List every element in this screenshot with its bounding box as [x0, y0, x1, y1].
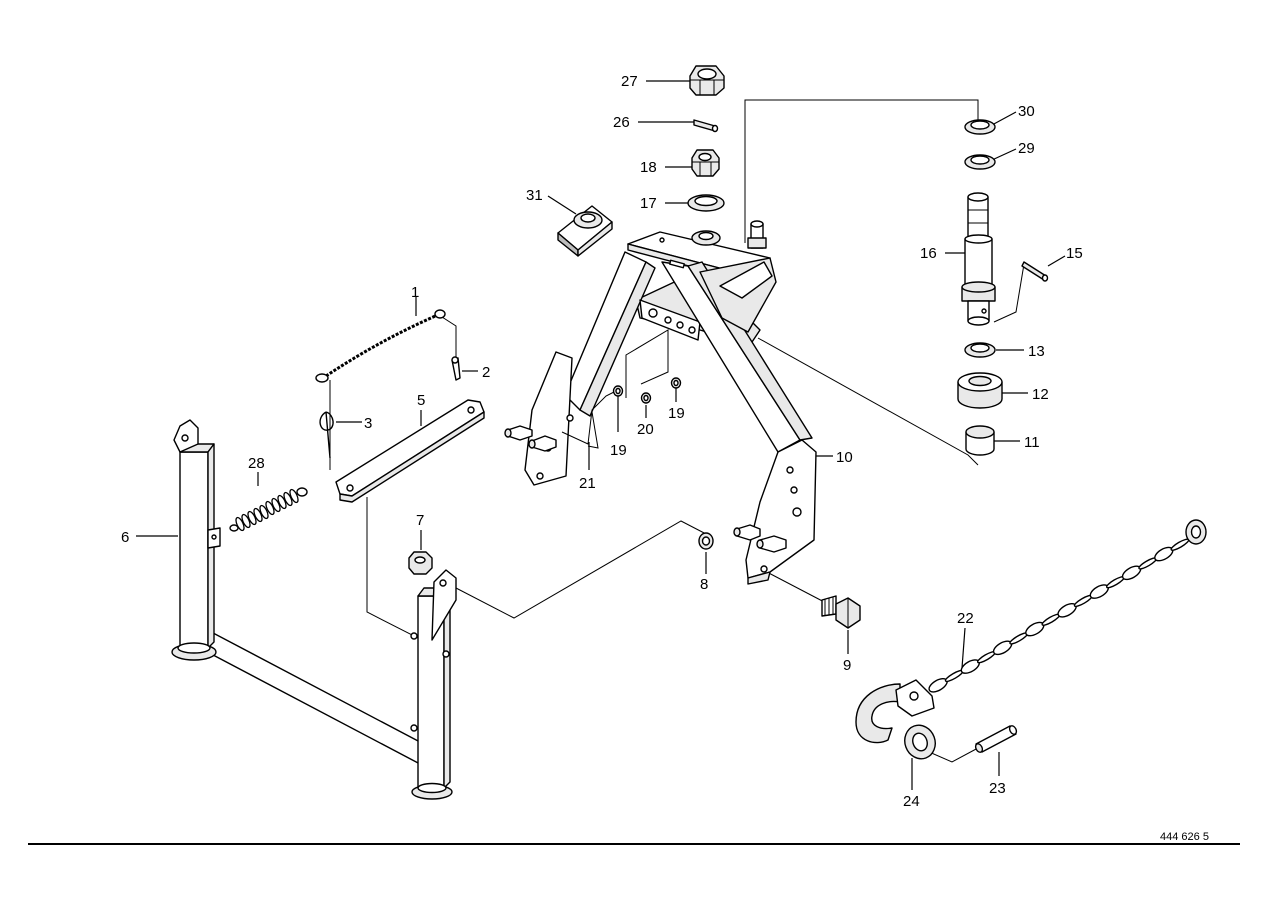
part-26-pin	[693, 119, 719, 133]
callout-19-left: 19	[610, 442, 627, 459]
callout-20: 20	[637, 421, 654, 438]
callout-31: 31	[526, 187, 543, 204]
callout-19-right: 19	[668, 405, 685, 422]
drawing-number: 444 626 5	[1160, 831, 1209, 843]
part-20-washer	[640, 392, 652, 404]
part-30-washer	[964, 119, 996, 135]
part-15-pin	[1021, 261, 1049, 282]
part-8-washer	[698, 532, 714, 550]
callout-27: 27	[621, 73, 638, 90]
callout-3: 3	[364, 415, 372, 432]
callout-28: 28	[248, 455, 265, 472]
callout-5: 5	[417, 392, 425, 409]
callout-6: 6	[121, 529, 129, 546]
part-1-chain	[315, 309, 446, 383]
part-22-hook	[855, 679, 935, 744]
part-22-chain	[928, 519, 1207, 693]
callout-11: 11	[1024, 434, 1040, 451]
chain-link	[1170, 538, 1190, 551]
part-3-r-clip	[319, 411, 334, 459]
callout-30: 30	[1018, 103, 1035, 120]
callout-16: 16	[920, 245, 937, 262]
callout-23: 23	[989, 780, 1006, 797]
part-23-pin	[974, 725, 1018, 753]
part-12-bushing	[957, 372, 1003, 409]
part-29-washer	[964, 154, 996, 170]
callout-15: 15	[1066, 245, 1083, 262]
part-16-pivot-pin	[961, 192, 996, 326]
part-27-lock-nut	[689, 65, 725, 96]
part-6-parking-stand	[171, 419, 457, 800]
part-17-washer	[687, 194, 725, 212]
callout-18: 18	[640, 159, 657, 176]
callout-24: 24	[903, 793, 920, 810]
part-7-nut	[408, 551, 433, 575]
callout-21: 21	[579, 475, 596, 492]
leader-lines	[136, 80, 1066, 790]
part-19-nut-b	[670, 377, 682, 389]
part-28-spring	[229, 487, 308, 532]
part-24-washer	[904, 724, 936, 760]
part-10-a-frame	[504, 220, 817, 585]
part-5-link-bar	[335, 399, 485, 503]
callout-10: 10	[836, 449, 853, 466]
callout-13: 13	[1028, 343, 1045, 360]
callout-1: 1	[411, 284, 419, 301]
callout-26: 26	[613, 114, 630, 131]
callout-12: 12	[1032, 386, 1049, 403]
callout-9: 9	[843, 657, 851, 674]
part-13-washer	[964, 342, 996, 358]
part-31-bracket	[557, 205, 613, 257]
part-9-bolt	[821, 595, 861, 629]
callout-7: 7	[416, 512, 424, 529]
callout-8: 8	[700, 576, 708, 593]
callout-2: 2	[482, 364, 490, 381]
part-21-spring-clip	[561, 391, 615, 449]
callout-labels: 27 26 18 17 31 30 29 16 15 13 12 11 10 1…	[121, 73, 1083, 810]
callout-22: 22	[957, 610, 974, 627]
callout-17: 17	[640, 195, 657, 212]
part-2-split-pin	[451, 356, 461, 381]
part-19-nut-a	[612, 385, 624, 397]
callout-29: 29	[1018, 140, 1035, 157]
part-11-sleeve	[965, 425, 995, 456]
part-18-nut	[691, 149, 720, 177]
